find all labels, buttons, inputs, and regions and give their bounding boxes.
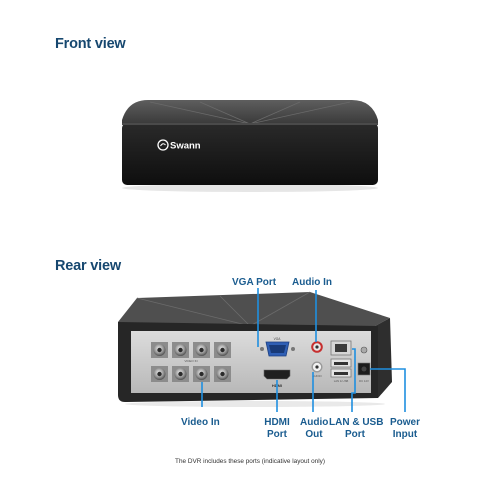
callout-power-input: Power Input	[389, 417, 420, 440]
front-dvr-top-ridges	[149, 101, 351, 125]
front-dvr-top	[122, 100, 378, 124]
lan-usb-mark: LAN & USB	[334, 379, 349, 383]
power-mark: DC 12V	[359, 379, 369, 383]
bnc-connector	[151, 342, 168, 358]
bnc-connector	[172, 366, 189, 382]
callout-audio-out: Audio Out	[300, 417, 329, 440]
rear-dvr-top	[118, 292, 390, 326]
audio-mark: AUDIO	[312, 374, 322, 378]
rear-dvr-side	[375, 318, 392, 398]
front-dvr: Swann	[122, 100, 378, 192]
callout-video-in: Video In	[181, 417, 220, 428]
video-in-mark: VIDEO IN	[184, 359, 197, 363]
callout-leaders	[201, 288, 406, 412]
front-dvr-shadow	[122, 184, 378, 192]
bnc-connector	[214, 366, 231, 382]
swann-logo-text: Swann	[170, 141, 201, 152]
rear-view-title: Rear view	[55, 258, 121, 274]
power-leader	[370, 368, 406, 412]
swann-logo: Swann	[157, 139, 201, 152]
lan-usb-ports: LAN & USB	[330, 340, 352, 383]
callout-lan-usb-port: LAN & USB Port	[329, 417, 384, 440]
bnc-connector	[193, 342, 210, 358]
front-dvr-edge	[122, 123, 378, 125]
bnc-connector	[151, 366, 168, 382]
front-view-title: Front view	[55, 36, 126, 52]
video-in-connectors: VIDEO IN	[151, 342, 231, 382]
lan-usb-leader	[351, 348, 356, 412]
front-dvr-face	[122, 123, 378, 185]
vga-mark: VGA	[274, 337, 282, 341]
ground-screw-icon	[360, 346, 368, 354]
caption: The DVR includes these ports (indicative…	[175, 458, 325, 465]
vga-connector: VGA	[260, 337, 295, 357]
bnc-connector	[214, 342, 231, 358]
bnc-connector	[172, 342, 189, 358]
callout-audio-in: Audio In	[292, 277, 332, 288]
bnc-connector	[193, 366, 210, 382]
rear-dvr: VIDEO IN VGA AUDIO HDMI	[118, 291, 392, 407]
power-input-jack: DC 12V	[357, 346, 371, 383]
audio-in-jack	[311, 341, 323, 353]
swann-logo-icon	[157, 139, 169, 151]
callout-vga-port: VGA Port	[232, 277, 277, 288]
audio-out-jack: AUDIO	[311, 361, 323, 378]
callout-hdmi-port: HDMI Port	[264, 417, 290, 440]
